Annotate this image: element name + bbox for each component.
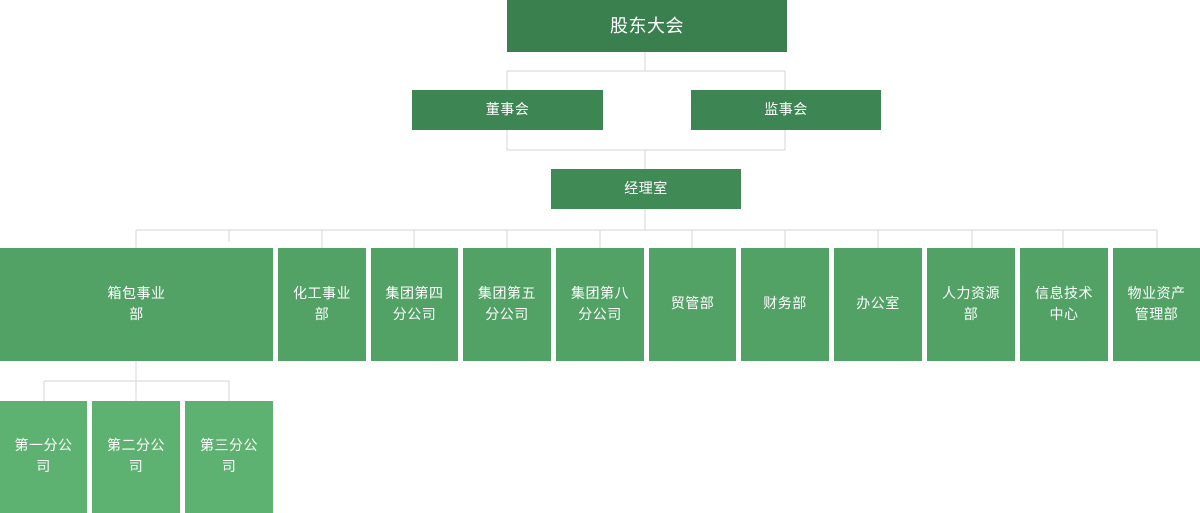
node-label: 集团第五 分公司: [478, 285, 536, 323]
node-label: 办公室: [856, 296, 900, 312]
node-label: 股东大会: [610, 15, 684, 37]
node-sub-branch-2: 第二分公 司: [92, 401, 180, 513]
node-sub-branch-3: 第三分公 司: [185, 401, 273, 513]
node-label: 信息技术 中心: [1035, 285, 1093, 323]
node-label: 集团第八 分公司: [571, 285, 629, 323]
node-finance-dept: 财务部: [741, 248, 829, 361]
node-property-dept: 物业资产 管理部: [1113, 248, 1200, 361]
node-group-branch-8: 集团第八 分公司: [556, 248, 644, 361]
node-shareholders-meeting: 股东大会: [507, 0, 787, 52]
node-group-branch-5: 集团第五 分公司: [463, 248, 551, 361]
node-group-branch-4: 集团第四 分公司: [371, 248, 458, 361]
node-board-of-directors: 董事会: [412, 90, 603, 130]
node-bag-division: 箱包事业 部: [0, 248, 273, 361]
node-label: 化工事业 部: [293, 285, 351, 323]
node-office: 办公室: [834, 248, 922, 361]
node-label: 经理室: [624, 180, 668, 197]
node-label: 第一分公 司: [14, 438, 73, 475]
node-label: 董事会: [485, 101, 530, 118]
node-label: 监事会: [764, 101, 808, 118]
node-it-center: 信息技术 中心: [1020, 248, 1108, 361]
node-label: 第二分公 司: [107, 438, 165, 475]
node-manager-office: 经理室: [551, 169, 741, 209]
node-label: 人力资源 部: [942, 285, 1000, 323]
node-trade-dept: 贸管部: [649, 248, 736, 361]
node-sub-branch-1: 第一分公 司: [0, 401, 87, 513]
node-board-of-supervisors: 监事会: [691, 90, 881, 130]
node-label: 第三分公 司: [200, 438, 258, 475]
node-label: 集团第四 分公司: [385, 285, 444, 323]
node-label: 物业资产 管理部: [1127, 285, 1186, 323]
node-chemical-division: 化工事业 部: [278, 248, 366, 361]
node-label: 箱包事业 部: [107, 285, 166, 323]
node-label: 财务部: [763, 296, 807, 312]
node-hr-dept: 人力资源 部: [927, 248, 1015, 361]
node-label: 贸管部: [670, 296, 715, 312]
